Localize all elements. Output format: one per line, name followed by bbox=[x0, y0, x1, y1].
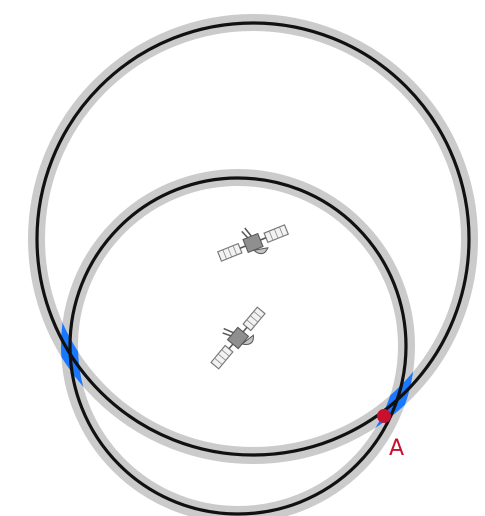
satellite-icon bbox=[201, 298, 273, 375]
inner-orbit-circle bbox=[68, 176, 408, 516]
satellite-icon bbox=[212, 213, 293, 270]
intersection-point-a bbox=[377, 409, 391, 423]
outer-orbit-circle bbox=[35, 21, 471, 457]
point-label: A bbox=[389, 436, 404, 461]
